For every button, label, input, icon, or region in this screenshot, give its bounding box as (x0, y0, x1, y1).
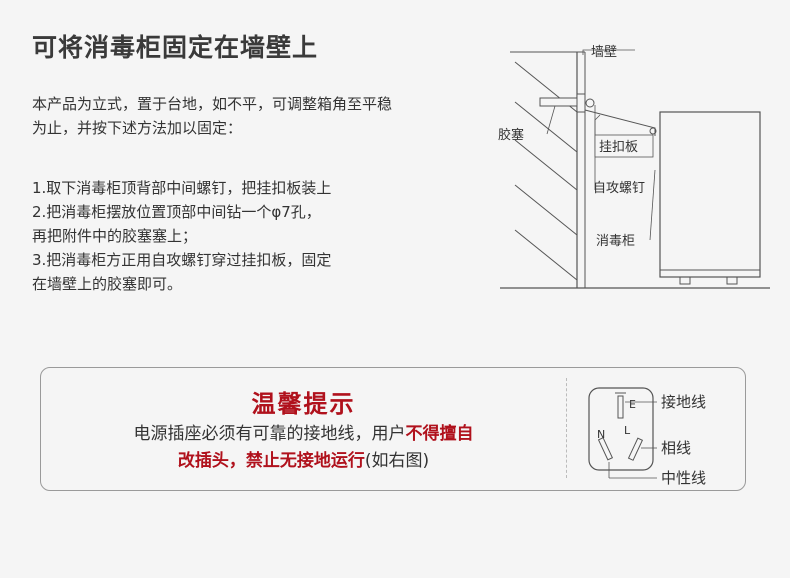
wall-mount-diagram: 墙壁 胶塞 挂扣板 自攻螺钉 消毒柜 (498, 45, 770, 289)
notice-text: 电源插座必须有可靠的接地线，用户 (133, 424, 406, 444)
live-letter: L (624, 424, 631, 437)
label-screw: 自攻螺钉 (593, 181, 645, 196)
outlet-diagram: E N L 接地线 相线 中性线 (588, 387, 706, 486)
step-line: 2.把消毒柜摆放位置顶部中间钻一个φ7孔， (32, 203, 321, 221)
step-line: 3.把消毒柜方正用自攻螺钉穿过挂扣板，固定 (32, 251, 332, 269)
notice-body: 电源插座必须有可靠的接地线，用户不得擅自 改插头，禁止无接地运行(如右图) (41, 421, 566, 475)
earth-letter: E (629, 398, 636, 411)
page-title: 可将消毒柜固定在墙壁上 (32, 33, 319, 62)
divider (566, 378, 567, 478)
warm-notice-box: 温馨提示 电源插座必须有可靠的接地线，用户不得擅自 改插头，禁止无接地运行(如右… (40, 367, 746, 491)
neutral-letter: N (597, 428, 605, 441)
label-hanger: 挂扣板 (599, 140, 638, 155)
label-earth: 接地线 (661, 393, 706, 411)
label-cabinet: 消毒柜 (596, 234, 635, 249)
notice-text: (如右图) (364, 451, 430, 471)
installation-steps: 1.取下消毒柜顶背部中间螺钉，把挂扣板装上 2.把消毒柜摆放位置顶部中间钻一个φ… (32, 176, 412, 296)
step-line: 1.取下消毒柜顶背部中间螺钉，把挂扣板装上 (32, 179, 332, 197)
notice-title: 温馨提示 (251, 390, 356, 418)
notice-warning-text: 改插头，禁止无接地运行 (177, 451, 365, 471)
label-plug: 胶塞 (498, 127, 524, 143)
notice-warning-text: 不得擅自 (405, 424, 474, 444)
step-line: 在墙壁上的胶塞即可。 (32, 275, 183, 293)
label-live: 相线 (661, 439, 691, 457)
label-wall: 墙壁 (591, 45, 617, 60)
step-line: 再把附件中的胶塞塞上； (32, 227, 198, 245)
label-neutral: 中性线 (661, 469, 706, 486)
intro-text: 本产品为立式，置于台地，如不平，可调整箱角至平稳为止，并按下述方法加以固定： (32, 95, 393, 137)
